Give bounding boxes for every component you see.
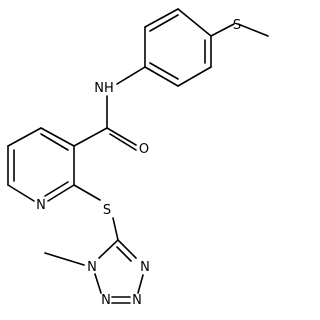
pyridine-ring — [7, 127, 75, 202]
bond-n1-n2 — [94, 273, 102, 294]
bond-s-ch3 — [237, 23, 269, 37]
atom-n4-tetrazole: N — [140, 260, 150, 275]
bond-p1-p2 — [40, 127, 75, 147]
atom-s-methylthio: S — [233, 18, 241, 33]
bond-ring-nh — [116, 66, 146, 85]
atom-labels: S NH O N S N N N N — [36, 18, 241, 308]
bond-n-p6 — [47, 184, 75, 202]
bond-n4-c5-double — [116, 246, 132, 262]
atom-n-pyridine: N — [36, 198, 46, 213]
bond-p2-p3 — [7, 127, 42, 147]
bond-p4-n — [7, 184, 35, 202]
structure-drawing: S NH O N S N N N N — [7, 8, 269, 308]
bond-c-o-double — [109, 133, 137, 151]
atom-s-thioether: S — [103, 203, 111, 218]
thioether-bridge — [73, 184, 119, 241]
benzene-ring — [144, 8, 212, 87]
bond-b2-b3 — [144, 8, 179, 28]
atom-o-carbonyl: O — [139, 142, 149, 157]
bond-b5-b6 — [177, 66, 212, 87]
atom-nh: NH — [94, 81, 114, 96]
bond-p1-p2-double — [40, 133, 69, 151]
bond-b4-b5 — [144, 66, 179, 87]
bond-b2-b3-double — [149, 14, 179, 32]
bond-b1-b2 — [177, 8, 212, 37]
bond-c-pyridine — [73, 127, 108, 147]
bond-ring-s — [210, 23, 235, 37]
bond-n-p6-double — [44, 181, 69, 197]
bond-pyridine-s — [73, 184, 101, 201]
atom-n2-tetrazole: N — [101, 293, 111, 308]
bond-b4-b5-double — [149, 62, 179, 80]
bond-n4-c5 — [117, 239, 137, 259]
molecule-canvas: S NH O N S N N N N — [7, 8, 269, 308]
bond-n1-methyl — [44, 252, 85, 266]
bond-c-o — [106, 127, 137, 146]
bond-n3-n4 — [137, 274, 144, 294]
bond-c5-n1 — [98, 239, 119, 259]
bond-s-tetrazole — [112, 217, 119, 241]
methylthio-group — [210, 23, 269, 37]
atom-n3-tetrazole: N — [132, 293, 142, 308]
tetrazole-ring — [44, 239, 144, 304]
atom-n1-tetrazole: N — [87, 260, 97, 275]
amide-group — [73, 66, 146, 151]
